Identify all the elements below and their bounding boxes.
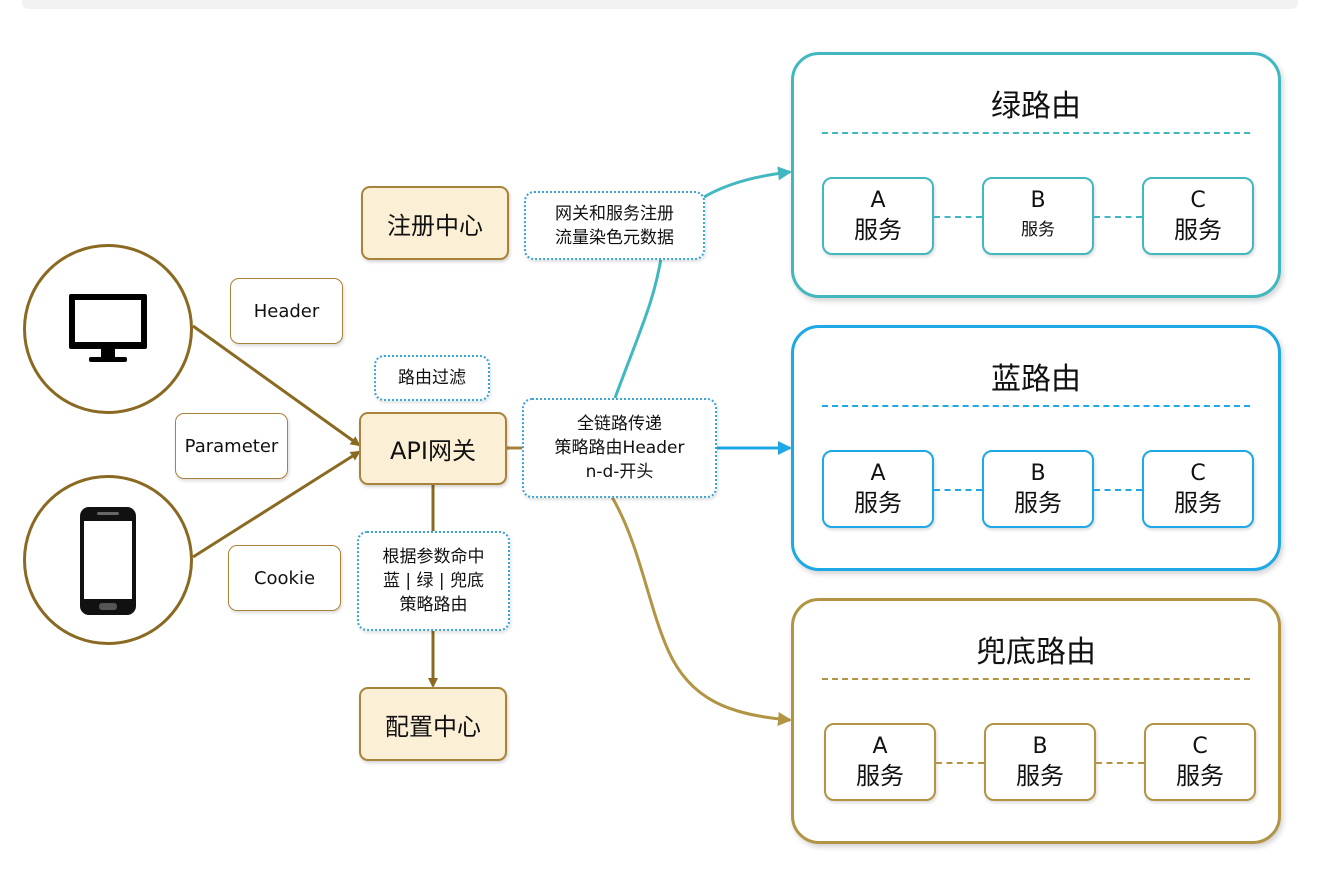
service-label: 服务 (854, 216, 902, 244)
service-flow-arrow (934, 210, 994, 223)
fallback-route-arrow (610, 496, 792, 726)
config-center-node: 配置中心 (359, 687, 507, 761)
param-match-line: 根据参数命中 (382, 547, 485, 567)
param-match-line: 蓝 | 绿 | 兜底 (382, 571, 485, 591)
api-gateway-node: API网关 (359, 412, 507, 485)
parameter-node: Parameter (175, 413, 288, 479)
fallback-route-panel: 兜底路由 A 服务 B 服务 C 服务 (791, 598, 1281, 844)
service-b-card: B 服务 (982, 450, 1094, 528)
service-label: 服务 (854, 489, 902, 517)
link-pass-line: 策略路由Header (554, 438, 685, 458)
cookie-label: Cookie (253, 567, 316, 589)
mobile-to-gateway-arrow (192, 450, 361, 559)
service-flow-arrow (1096, 756, 1156, 769)
route-filter-note: 路由过滤 (374, 355, 490, 401)
service-b-card: B 服务 (984, 723, 1096, 801)
header-label: Header (253, 300, 320, 322)
route-title: 兜底路由 (976, 635, 1096, 670)
monitor-icon (69, 294, 147, 362)
service-flow-arrow (936, 756, 996, 769)
smartphone-icon (80, 507, 136, 615)
parameter-label: Parameter (184, 435, 279, 457)
blue-route-panel: 蓝路由 A 服务 B 服务 C 服务 (791, 325, 1281, 571)
desktop-to-gateway-arrow (192, 324, 361, 447)
cookie-node: Cookie (228, 545, 341, 611)
registry-meta-line: 网关和服务注册 (555, 203, 674, 224)
service-c-card: C 服务 (1142, 177, 1254, 255)
link-pass-line: n-d-开头 (585, 462, 654, 482)
service-letter: A (872, 734, 888, 759)
route-title: 蓝路由 (991, 362, 1081, 397)
api-gateway-label: API网关 (390, 437, 476, 465)
service-letter: A (870, 188, 886, 213)
service-label: 服务 (1021, 220, 1055, 240)
service-a-card: A 服务 (822, 450, 934, 528)
service-letter: B (1030, 461, 1046, 486)
registry-meta-note: 网关和服务注册 流量染色元数据 (524, 191, 705, 260)
route-filter-text: 路由过滤 (398, 368, 466, 388)
service-a-card: A 服务 (824, 723, 936, 801)
service-label: 服务 (856, 762, 904, 790)
route-divider (822, 132, 1250, 134)
service-flow-arrow (1094, 483, 1154, 496)
register-center-node: 注册中心 (361, 186, 509, 260)
service-letter: B (1032, 734, 1048, 759)
header-node: Header (230, 278, 343, 344)
link-pass-line: 全链路传递 (577, 414, 662, 434)
service-a-card: A 服务 (822, 177, 934, 255)
service-flow-arrow (934, 483, 994, 496)
service-c-card: C 服务 (1142, 450, 1254, 528)
service-letter: B (1030, 188, 1046, 213)
top-bar (22, 0, 1298, 9)
service-label: 服务 (1014, 489, 1062, 517)
green-route-panel: 绿路由 A 服务 B 服务 C 服务 (791, 52, 1281, 298)
service-letter: C (1190, 461, 1206, 486)
service-letter: C (1190, 188, 1206, 213)
service-flow-arrow (1094, 210, 1154, 223)
route-divider (822, 405, 1250, 407)
config-center-label: 配置中心 (385, 712, 481, 741)
service-letter: A (870, 461, 886, 486)
service-c-card: C 服务 (1144, 723, 1256, 801)
service-label: 服务 (1176, 762, 1224, 790)
service-letter: C (1192, 734, 1208, 759)
mobile-device (23, 475, 193, 645)
service-label: 服务 (1016, 762, 1064, 790)
registry-meta-line: 流量染色元数据 (555, 227, 674, 248)
service-label: 服务 (1174, 489, 1222, 517)
service-label: 服务 (1174, 216, 1222, 244)
param-match-note: 根据参数命中 蓝 | 绿 | 兜底 策略路由 (357, 531, 510, 631)
param-match-line: 策略路由 (399, 595, 468, 615)
route-title: 绿路由 (991, 89, 1081, 124)
desktop-device (23, 244, 193, 414)
route-divider (822, 678, 1250, 680)
service-b-card: B 服务 (982, 177, 1094, 255)
link-pass-note: 全链路传递 策略路由Header n-d-开头 (522, 398, 717, 498)
register-center-label: 注册中心 (387, 211, 483, 240)
